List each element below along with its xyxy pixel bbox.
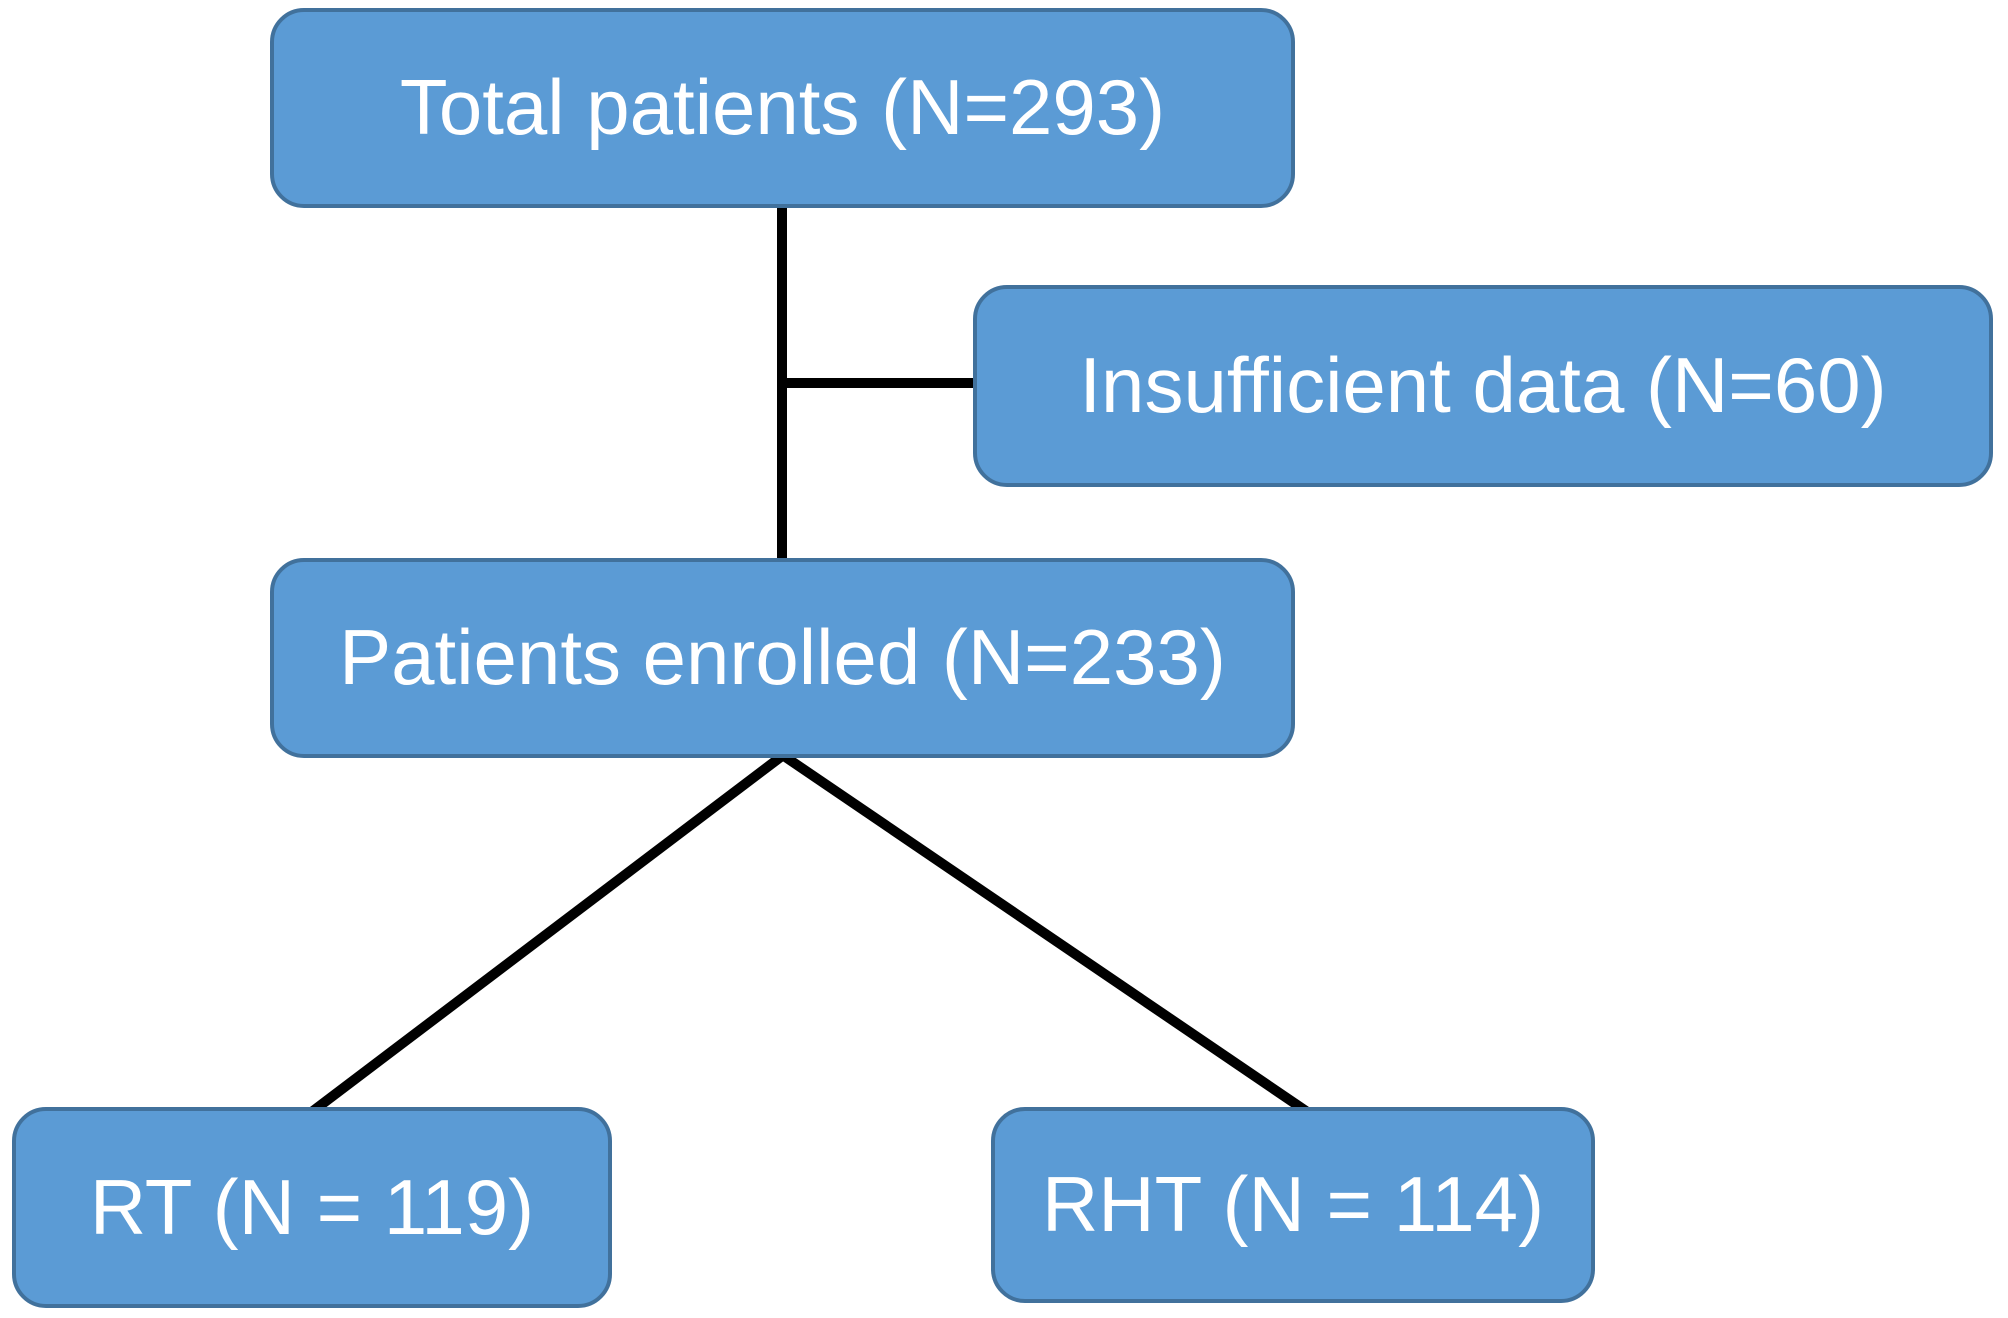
node-rht-group: RHT (N = 114) [991, 1107, 1595, 1303]
node-patients-enrolled: Patients enrolled (N=233) [270, 558, 1295, 758]
node-patients-enrolled-label: Patients enrolled (N=233) [339, 613, 1226, 702]
node-rt-group-label: RT (N = 119) [89, 1162, 535, 1251]
node-total-patients-label: Total patients (N=293) [399, 63, 1166, 152]
node-insufficient-data: Insufficient data (N=60) [973, 285, 1993, 487]
connector-enrolled-to-rht [781, 751, 1309, 1116]
node-rt-group: RT (N = 119) [12, 1107, 612, 1308]
node-insufficient-data-label: Insufficient data (N=60) [1079, 341, 1887, 430]
node-total-patients: Total patients (N=293) [270, 8, 1295, 208]
node-rht-group-label: RHT (N = 114) [1041, 1160, 1545, 1249]
connector-enrolled-to-rt [309, 752, 786, 1115]
